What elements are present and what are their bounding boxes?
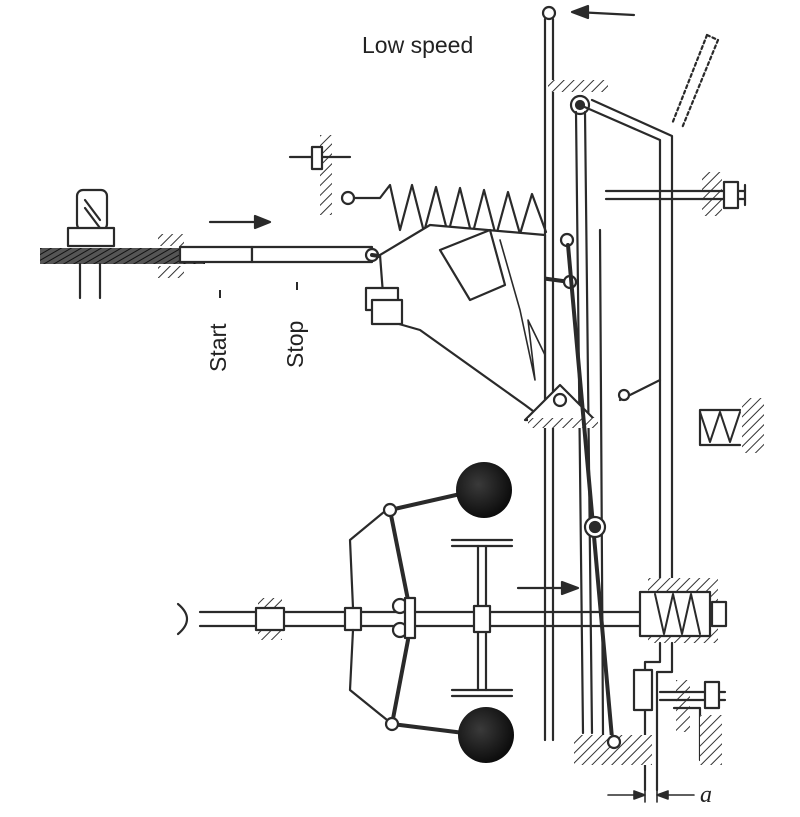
flyball-upper xyxy=(456,462,512,518)
arm-pivot-upper xyxy=(382,502,398,518)
shaft-bearing xyxy=(254,598,286,640)
spring-housing xyxy=(638,578,728,643)
stop-label: Stop xyxy=(282,321,308,368)
direction-arrow-shaft xyxy=(516,580,580,596)
rod-guide-bottom xyxy=(158,266,184,278)
dashed-lever-position xyxy=(670,33,720,130)
gap-dimension xyxy=(607,777,695,803)
control-rod xyxy=(178,245,374,264)
sleeve xyxy=(391,596,417,640)
upper-right-bolt xyxy=(604,172,747,216)
top-pivot-ground xyxy=(548,80,608,92)
direction-arrow-rod xyxy=(208,214,272,230)
start-label: Start xyxy=(205,323,231,372)
small-pivot xyxy=(617,388,631,402)
right-spring xyxy=(698,398,764,453)
bell-crank-ground xyxy=(528,418,598,428)
lower-stop-bracket xyxy=(632,641,727,792)
rack-gear xyxy=(40,248,205,264)
bell-crank-pivot xyxy=(552,392,568,408)
flywheel xyxy=(450,538,514,698)
flyball-lower xyxy=(458,707,514,763)
gap-label: a xyxy=(700,782,712,808)
governor-frame xyxy=(348,505,394,726)
bell-crank xyxy=(364,223,597,422)
base-pin xyxy=(606,734,622,750)
direction-arrow-top xyxy=(570,4,636,20)
pinion-post xyxy=(66,188,116,300)
rotation-symbol xyxy=(176,602,189,636)
rod-guide-top xyxy=(158,234,184,246)
upper-wall-bracket xyxy=(288,135,356,215)
governor-hub xyxy=(343,606,363,632)
arm-pivot-lower xyxy=(384,716,400,732)
low-speed-label: Low speed xyxy=(362,32,473,58)
tension-spring xyxy=(352,183,548,238)
diagonal-link xyxy=(566,243,614,740)
